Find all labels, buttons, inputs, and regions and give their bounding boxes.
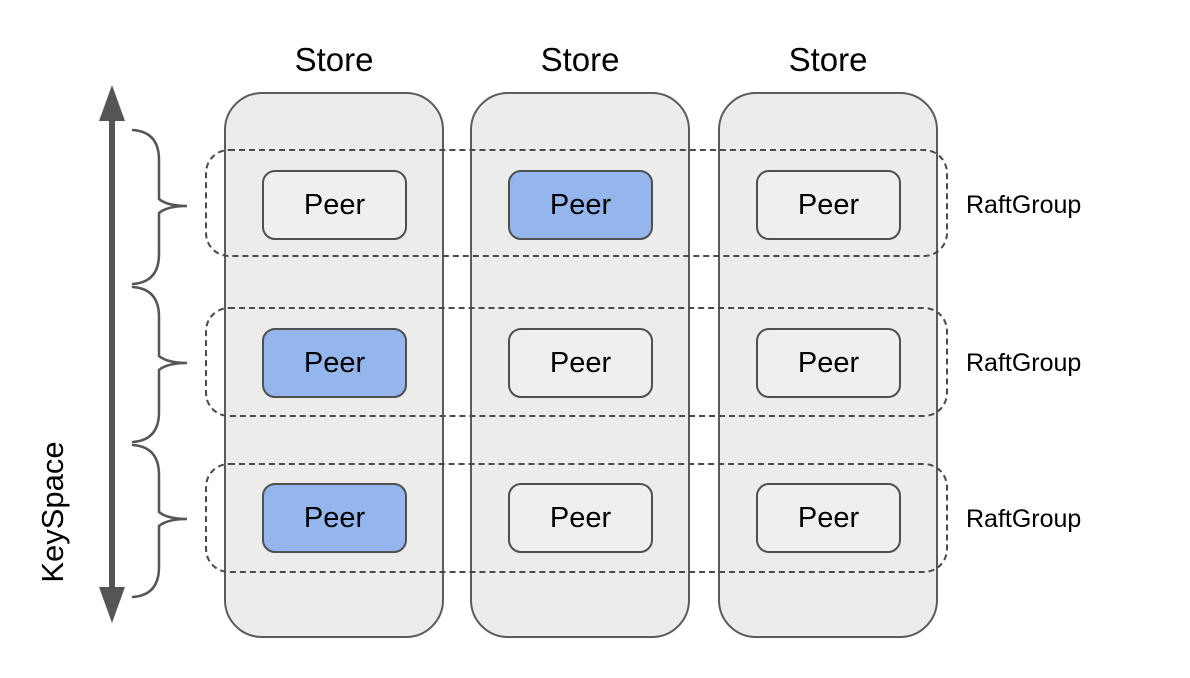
peer-row1-store3: Peer — [756, 170, 901, 240]
store-1-label: Store — [294, 41, 374, 78]
peer-row1-store2: Peer — [508, 170, 653, 240]
range-brace-2 — [131, 285, 188, 444]
store-3-label: Store — [788, 41, 868, 78]
range-brace-3 — [131, 443, 188, 599]
peer-row2-store3: Peer — [756, 328, 901, 398]
keyspace-range-braces — [131, 128, 188, 599]
peer-row3-store3: Peer — [756, 483, 901, 553]
peer-row2-store1: Peer — [262, 328, 407, 398]
raftgroup-2-label: RaftGroup — [966, 349, 1082, 377]
peer-row1-store1: Peer — [262, 170, 407, 240]
store-2-label: Store — [540, 41, 620, 78]
raftgroup-3-label: RaftGroup — [966, 505, 1082, 533]
peer-row3-store1: Peer — [262, 483, 407, 553]
raftgroup-1-label: RaftGroup — [966, 191, 1082, 219]
peer-row3-store2: Peer — [508, 483, 653, 553]
range-brace-1 — [131, 128, 188, 286]
raftgroup-row-1 — [205, 149, 948, 257]
keyspace-arrow — [99, 85, 125, 623]
peer-row2-store2: Peer — [508, 328, 653, 398]
raftgroup-row-3 — [205, 463, 948, 573]
keyspace-label: KeySpace — [35, 441, 70, 583]
raftgroup-row-2 — [205, 307, 948, 417]
